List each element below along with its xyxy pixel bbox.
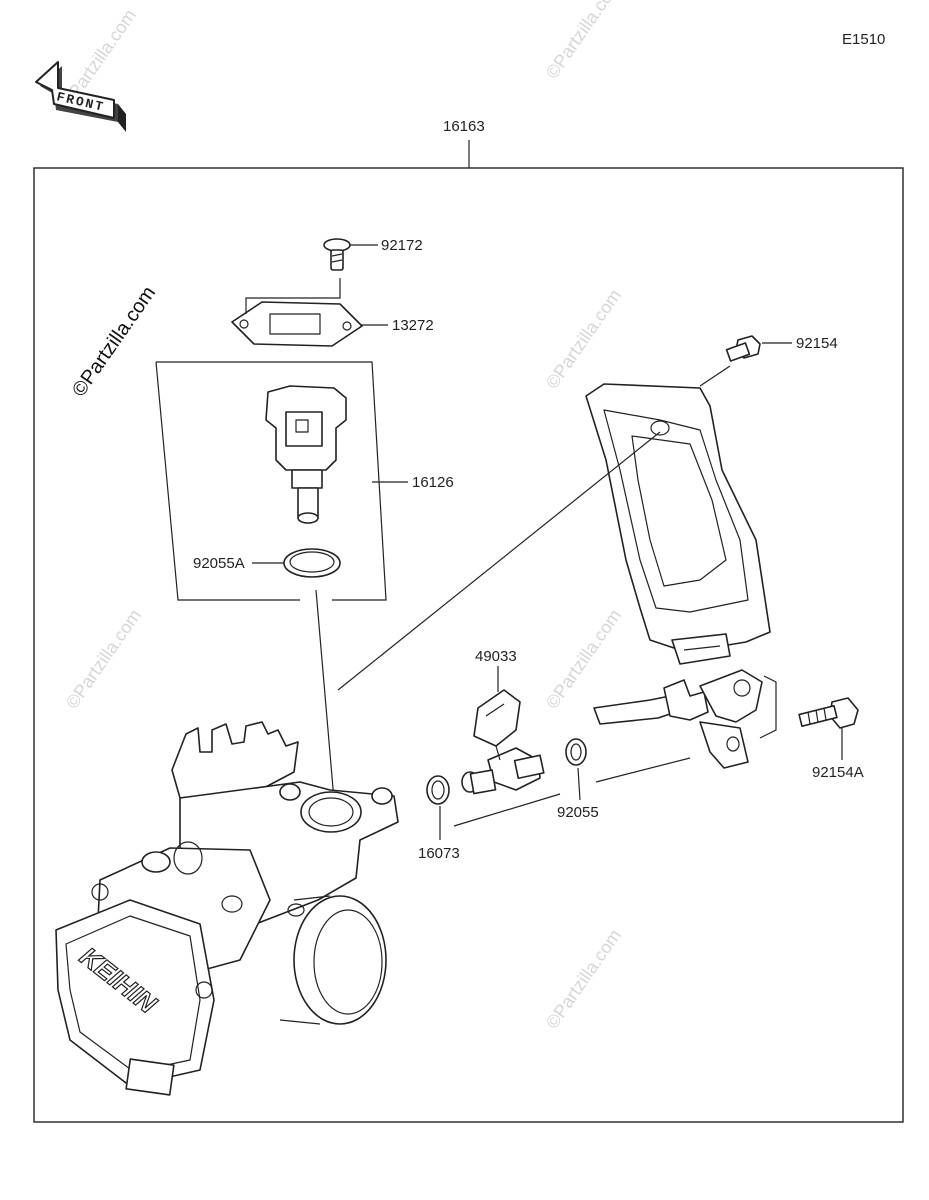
watermark-2: ©Partzilla.com <box>542 0 625 82</box>
oring-92055A <box>283 548 341 578</box>
assembly-frame <box>33 167 904 1123</box>
bolt-92154A <box>798 697 859 729</box>
plate-13272 <box>231 301 363 347</box>
part-label-16126: 16126 <box>412 474 454 491</box>
bolt-92154 <box>725 335 761 362</box>
part-label-92055A: 92055A <box>193 555 245 572</box>
watermark-dark: ©Partzilla.com <box>68 282 160 400</box>
assembly-line-92154 <box>699 365 731 387</box>
leader-13272-bracket <box>245 278 341 314</box>
part-label-92055: 92055 <box>557 804 599 821</box>
part-label-13272: 13272 <box>392 317 434 334</box>
part-label-16073: 16073 <box>418 845 460 862</box>
part-label-49033: 49033 <box>475 648 517 665</box>
sensor-16126 <box>265 385 347 524</box>
part-label-92172: 92172 <box>381 237 423 254</box>
diagram-code: E1510 <box>842 31 885 48</box>
part-label-92154A: 92154A <box>812 764 864 781</box>
assembly-line-sensor <box>315 589 335 801</box>
leader-fitting-bracket <box>759 675 777 739</box>
throttle-body: KEIHIN <box>55 721 399 1096</box>
assembly-line-92055 <box>595 757 691 783</box>
washer-16073 <box>426 775 450 805</box>
assembly-line-49033 <box>453 793 561 827</box>
leader-92055 <box>577 767 581 801</box>
assembly-label: 16163 <box>443 118 485 135</box>
watermark-3: ©Partzilla.com <box>542 286 625 393</box>
sensor-49033 <box>461 689 545 795</box>
washer-92055 <box>565 738 587 766</box>
watermark-7: ©Partzilla.com <box>542 926 625 1033</box>
assembly-line-cover <box>337 431 661 691</box>
part-label-92154: 92154 <box>796 335 838 352</box>
cover-housing <box>585 383 771 665</box>
watermark-5: ©Partzilla.com <box>542 606 625 713</box>
watermark-4: ©Partzilla.com <box>62 606 145 713</box>
sensor-subassembly-box <box>155 361 387 601</box>
screw-92172 <box>323 238 351 271</box>
injector-fitting <box>593 669 763 769</box>
